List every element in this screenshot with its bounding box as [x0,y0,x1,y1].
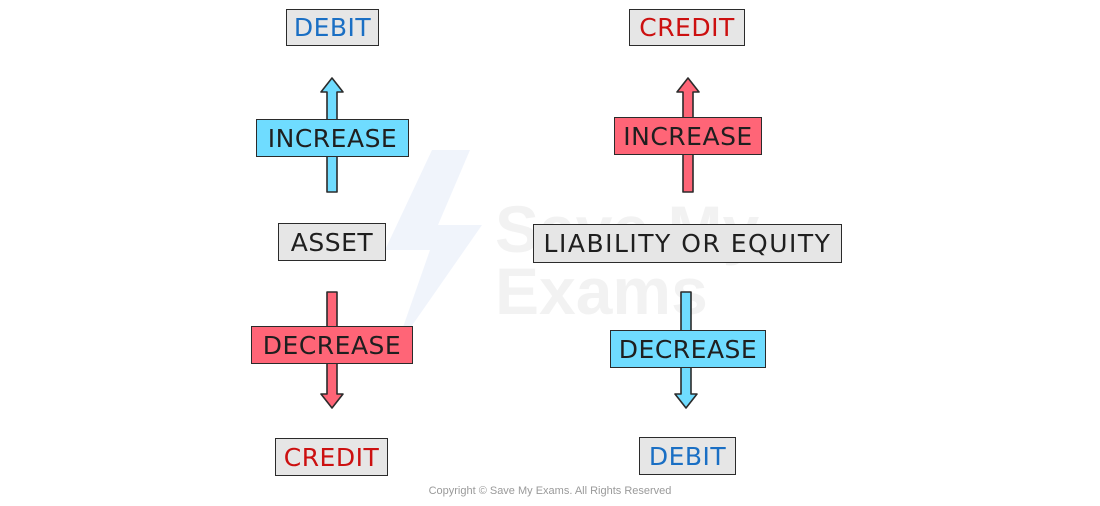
watermark-text-line2: Exams [495,254,708,328]
asset-credit-box: CREDIT [275,438,388,476]
liability-increase-label: INCREASE [623,121,753,151]
asset-increase-box: INCREASE [256,119,409,157]
liability-debit-box: DEBIT [639,437,736,475]
liability-debit-label: DEBIT [648,441,727,471]
asset-label: ASSET [290,227,374,257]
watermark-logo-bolt [385,150,482,350]
asset-box: ASSET [278,223,386,261]
asset-decrease-label: DECREASE [262,330,402,360]
liability-increase-box: INCREASE [614,117,762,155]
liability-equity-box: LIABILITY OR EQUITY [533,224,842,263]
liability-decrease-box: DECREASE [610,330,766,368]
liability-credit-label: CREDIT [639,13,735,42]
asset-credit-label: CREDIT [283,442,380,472]
asset-debit-box: DEBIT [286,9,379,46]
copyright-notice: Copyright © Save My Exams. All Rights Re… [428,485,672,497]
liability-decrease-label: DECREASE [618,334,758,364]
liability-credit-box: CREDIT [629,9,745,46]
liability-equity-label: LIABILITY OR EQUITY [543,229,832,258]
asset-debit-label: DEBIT [293,13,372,42]
asset-decrease-box: DECREASE [251,326,413,364]
asset-increase-label: INCREASE [267,123,398,153]
